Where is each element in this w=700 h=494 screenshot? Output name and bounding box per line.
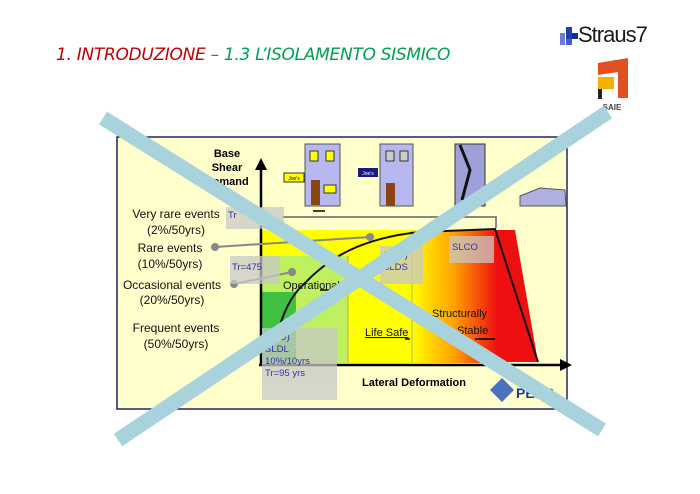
svg-text:(10%/50yrs): (10%/50yrs): [138, 257, 203, 271]
event-occasional: Occasional events: [123, 278, 221, 292]
event-frequent: Frequent events: [133, 321, 220, 335]
cross-out-overlay: [99, 105, 613, 447]
title-subsection: 1.3 L’ISOLAMENTO SISMICO: [223, 45, 451, 65]
x-axis-label: Lateral Deformation: [362, 377, 466, 389]
event-rare: Rare events: [138, 241, 203, 255]
event-labels: Very rare events (2%/50yrs) Rare events …: [123, 207, 221, 351]
svg-text:Tr=475: Tr=475: [232, 262, 262, 273]
straus7-logo: Straus7: [560, 22, 648, 48]
svg-text:Joe's: Joe's: [288, 176, 300, 182]
zone-stable: Stable: [457, 325, 488, 337]
zone-structurally: Structurally: [432, 308, 488, 320]
straus7-logo-mark: [560, 27, 578, 46]
slide-title: 1. INTRODUZIONE – 1.3 L’ISOLAMENTO SISMI…: [56, 45, 450, 65]
x-axis-arrow: [560, 359, 572, 371]
title-separator: –: [205, 45, 224, 65]
svg-text:Base: Base: [214, 148, 240, 160]
title-section: 1. INTRODUZIONE: [56, 45, 206, 65]
zone-life-safe: Life Safe: [365, 327, 408, 339]
svg-text:Joe's: Joe's: [362, 171, 374, 177]
svg-text:Tr=95 yrs: Tr=95 yrs: [265, 368, 305, 379]
svg-text:SLDL: SLDL: [265, 344, 289, 355]
building-icons: Joe's Joe's: [283, 143, 567, 212]
svg-text:Shear: Shear: [212, 162, 243, 174]
straus7-logo-text: Straus7: [578, 22, 648, 47]
zone-operational: Operational: [283, 280, 340, 292]
svg-text:(20%/50yrs): (20%/50yrs): [140, 293, 205, 307]
svg-text:SLDS: SLDS: [383, 262, 408, 273]
svg-text:(50%/50yrs): (50%/50yrs): [144, 337, 209, 351]
saie-logo-text: SAIE: [603, 103, 622, 112]
svg-text:SLCO: SLCO: [452, 242, 478, 253]
y-axis-arrow: [255, 158, 267, 170]
event-very-rare: Very rare events: [132, 207, 219, 221]
svg-text:(2%/50yrs): (2%/50yrs): [147, 223, 205, 237]
svg-text:10%/10yrs: 10%/10yrs: [265, 356, 310, 367]
zone-labels: Operational Life Safe Structurally Stabl…: [283, 280, 488, 339]
saie-logo: SAIE: [598, 58, 628, 112]
svg-text:Tr: Tr: [228, 210, 237, 221]
